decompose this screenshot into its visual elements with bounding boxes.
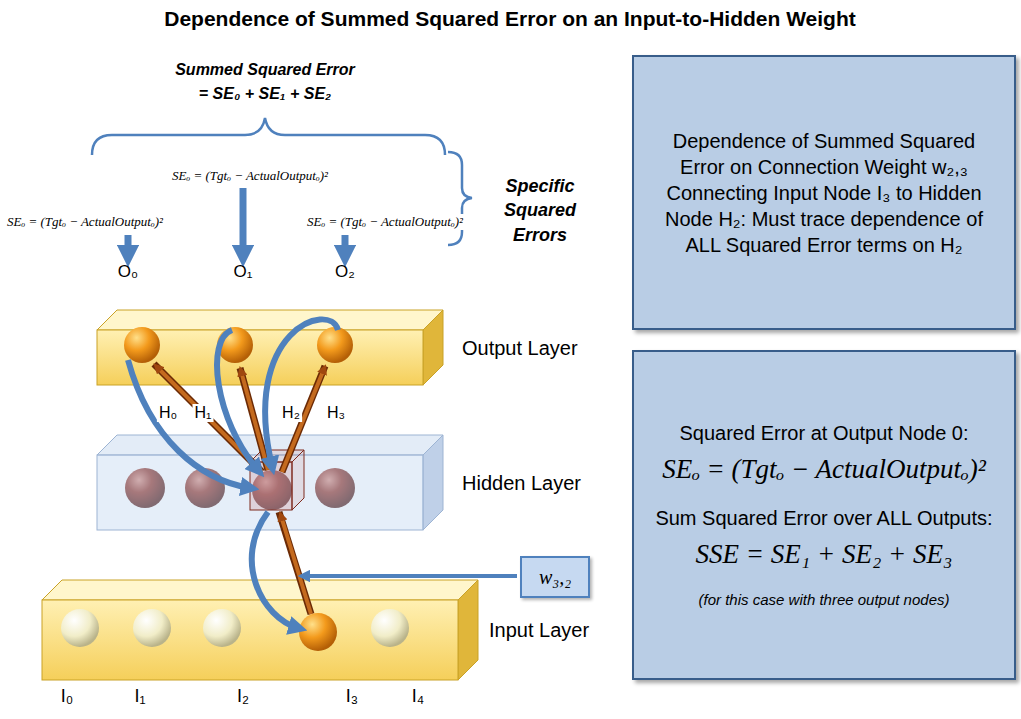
node-text: Dependence of Summed Squared Error on Co… (650, 128, 998, 258)
node-text: SEₒ = (Tgtₒ − ActualOutputₒ)² (662, 452, 986, 487)
node-text: Hidden Layer (462, 471, 581, 494)
input-name: I₀ (61, 686, 73, 707)
formula-label: SEₒ = (Tgtₒ − ActualOutputₒ)² (5, 214, 165, 230)
formula-label: SEₒ = (Tgtₒ − ActualOutputₒ)² (305, 214, 465, 230)
input-layer: Input Layer (42, 580, 478, 680)
input-name: I₃ (346, 686, 358, 707)
node-text: Sum Squared Error over ALL Outputs: (655, 505, 992, 531)
node-text: (for this case with three output nodes) (699, 590, 950, 610)
node-text: SSE = SE₁ + SE₂ + SE₃ (696, 537, 953, 572)
hidden-name: H₁ (193, 404, 214, 422)
node-text: Input Layer (489, 619, 589, 642)
weight-callout: w₃,₂ (520, 556, 590, 598)
formula-panel: Squared Error at Output Node 0: SEₒ = (Tg… (632, 350, 1016, 680)
output-name: O₀ (118, 262, 138, 282)
explanation-panel: Dependence of Summed Squared Error on Co… (632, 55, 1016, 330)
hidden-name: H₃ (325, 404, 347, 422)
hidden-name: H₂ (280, 404, 302, 422)
output-name: O₂ (335, 262, 355, 282)
node-text: Squared Error at Output Node 0: (679, 420, 968, 446)
sum-heading: Summed Squared Error (175, 61, 355, 79)
hidden-name: H₀ (157, 404, 179, 422)
output-name: O₁ (234, 262, 253, 282)
output-layer: Output Layer (97, 310, 443, 385)
input-name: I₄ (412, 686, 424, 707)
input-name: I₁ (134, 686, 145, 707)
diagram-title: Dependence of Summed Squared Error on an… (164, 7, 855, 31)
node-text: Output Layer (462, 336, 578, 359)
bracket-label: Specific Squared Errors (485, 174, 595, 247)
sum-formula: = SE₀ + SE₁ + SE₂ (199, 85, 331, 103)
hidden-layer: Hidden Layer (97, 435, 443, 530)
node-text: w₃,₂ (539, 566, 571, 589)
formula-label: SEₒ = (Tgtₒ − ActualOutputₒ)² (170, 168, 330, 184)
input-name: I₂ (237, 686, 249, 707)
